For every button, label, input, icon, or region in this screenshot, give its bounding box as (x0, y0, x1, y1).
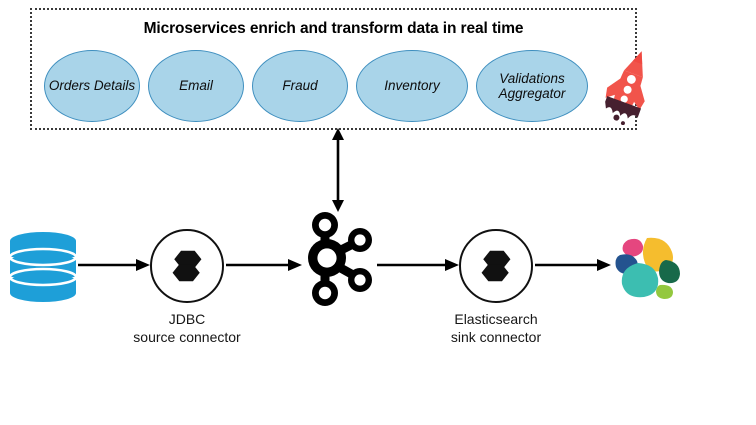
sink-connector-caption: Elasticsearch sink connector (450, 311, 542, 345)
microservice-label: Fraud (282, 78, 318, 94)
elasticsearch-icon (610, 230, 682, 302)
database-icon (8, 230, 78, 302)
microservice-fraud[interactable]: Fraud (252, 50, 348, 122)
microservice-email[interactable]: Email (148, 50, 244, 122)
microservice-validations-aggregator[interactable]: Validations Aggregator (476, 50, 588, 122)
arrow-sink-connector-to-elasticsearch (535, 259, 611, 271)
microservices-container: Microservices enrich and transform data … (30, 8, 645, 130)
microservice-label: Validations Aggregator (498, 70, 566, 101)
microservice-label: Email (179, 78, 213, 94)
microservice-inventory[interactable]: Inventory (356, 50, 468, 122)
kafka-connect-sink-icon[interactable] (459, 229, 533, 303)
rocket-icon (598, 47, 660, 126)
arrow-kafka-to-sink-connector (377, 259, 459, 271)
kafka-connect-source-icon[interactable] (150, 229, 224, 303)
kafka-icon (303, 210, 375, 306)
arrow-source-connector-to-kafka (226, 259, 302, 271)
microservices-row: Orders Details Email Fraud Inventory Val… (44, 48, 645, 126)
microservices-title: Microservices enrich and transform data … (143, 20, 524, 37)
microservice-label: Inventory (384, 78, 440, 94)
bidirectional-arrow-kafka-microservices (332, 128, 344, 212)
arrow-database-to-source-connector (78, 259, 150, 271)
microservice-orders-details[interactable]: Orders Details (44, 50, 140, 122)
microservice-label: Orders Details (48, 78, 136, 94)
source-connector-caption: JDBC source connector (133, 311, 241, 345)
